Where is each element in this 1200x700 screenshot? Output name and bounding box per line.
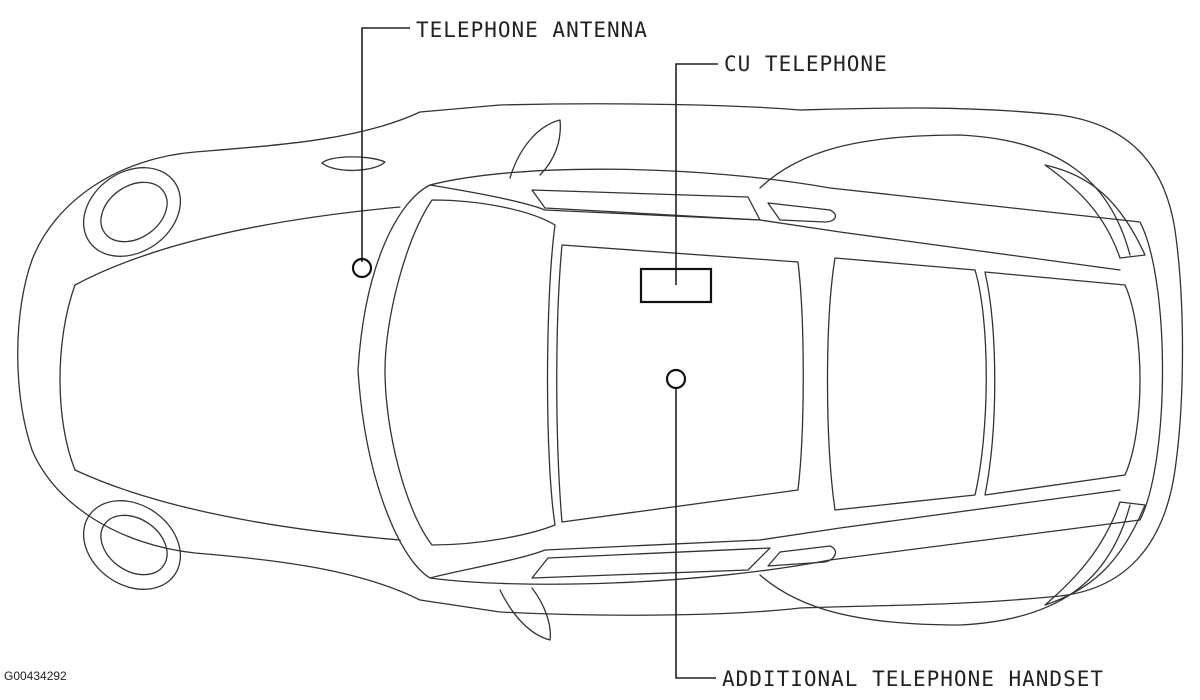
windshield <box>384 199 556 546</box>
taillight-bottom <box>1044 501 1146 606</box>
headlight-top-outer <box>82 167 182 257</box>
cu-telephone-leader-line <box>675 63 718 285</box>
side-window-top-front <box>531 189 761 221</box>
headlight-bottom-inner <box>100 514 168 576</box>
rear-fender-bottom <box>759 504 1131 626</box>
hood-line-bottom <box>74 469 401 541</box>
figure-id: G00434292 <box>4 669 67 683</box>
rear-hatch-glass <box>984 271 1141 496</box>
headlight-bottom-outer <box>82 500 182 590</box>
telephone-antenna-label: TELEPHONE ANTENNA <box>416 18 648 42</box>
headlight-top-inner <box>100 181 168 243</box>
taillight-top <box>1044 164 1146 259</box>
cu-telephone-marker <box>639 267 713 304</box>
car-top-view-outline <box>17 103 1184 641</box>
additional-telephone-handset-label: ADDITIONAL TELEPHONE HANDSET <box>722 667 1105 691</box>
door-line-bottom <box>429 489 1121 579</box>
telephone-antenna-marker <box>351 257 373 279</box>
hood-scoop <box>321 156 386 172</box>
hood-line-top <box>74 206 401 286</box>
cabin-outer <box>357 168 1164 585</box>
cu-telephone-label: CU TELEPHONE <box>724 52 888 76</box>
rear-window <box>826 257 987 511</box>
side-window-bottom-rear <box>767 545 837 567</box>
roof-panel <box>556 244 804 523</box>
door-line-top <box>429 184 1121 271</box>
hood-front-curve <box>59 284 76 471</box>
rear-fender-top <box>759 134 1131 256</box>
mirror-bottom <box>499 587 551 641</box>
handset-leader-line <box>675 388 716 679</box>
car-body-outline <box>17 103 1184 616</box>
additional-handset-marker <box>665 368 687 390</box>
side-window-top-rear <box>767 202 837 223</box>
mirror-top <box>509 119 561 179</box>
side-window-bottom-front <box>531 547 771 579</box>
antenna-leader-line <box>361 27 410 262</box>
